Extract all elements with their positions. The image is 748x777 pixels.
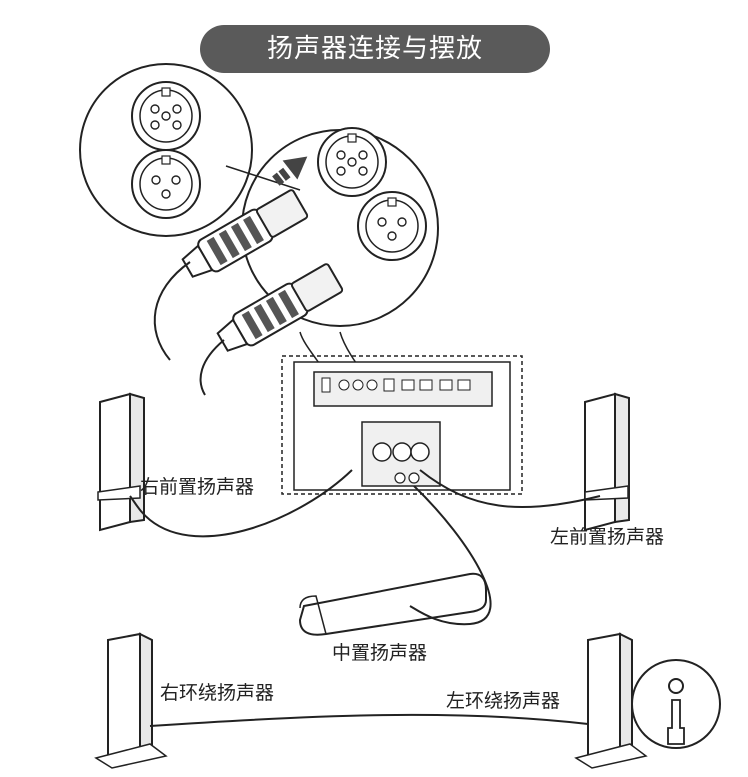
surround-right-speaker-label: 右环绕扬声器 xyxy=(160,682,275,704)
amplifier-outline xyxy=(281,355,523,495)
surround-right-speaker xyxy=(94,632,168,769)
center-speaker xyxy=(298,572,487,636)
front-right-speaker xyxy=(99,393,145,531)
surround-left-speaker-label: 左环绕扬声器 xyxy=(446,690,561,712)
arrow-icon xyxy=(272,156,308,186)
center-speaker-label: 中置扬声器 xyxy=(332,642,428,664)
front-left-speaker-label: 左前置扬声器 xyxy=(550,526,665,548)
front-left-speaker xyxy=(584,393,630,531)
page-title: 扬声器连接与摆放 xyxy=(200,25,550,73)
surround-left-speaker xyxy=(574,632,648,769)
front-right-speaker-label: 右前置扬声器 xyxy=(140,476,255,498)
jack-icon xyxy=(668,678,684,694)
